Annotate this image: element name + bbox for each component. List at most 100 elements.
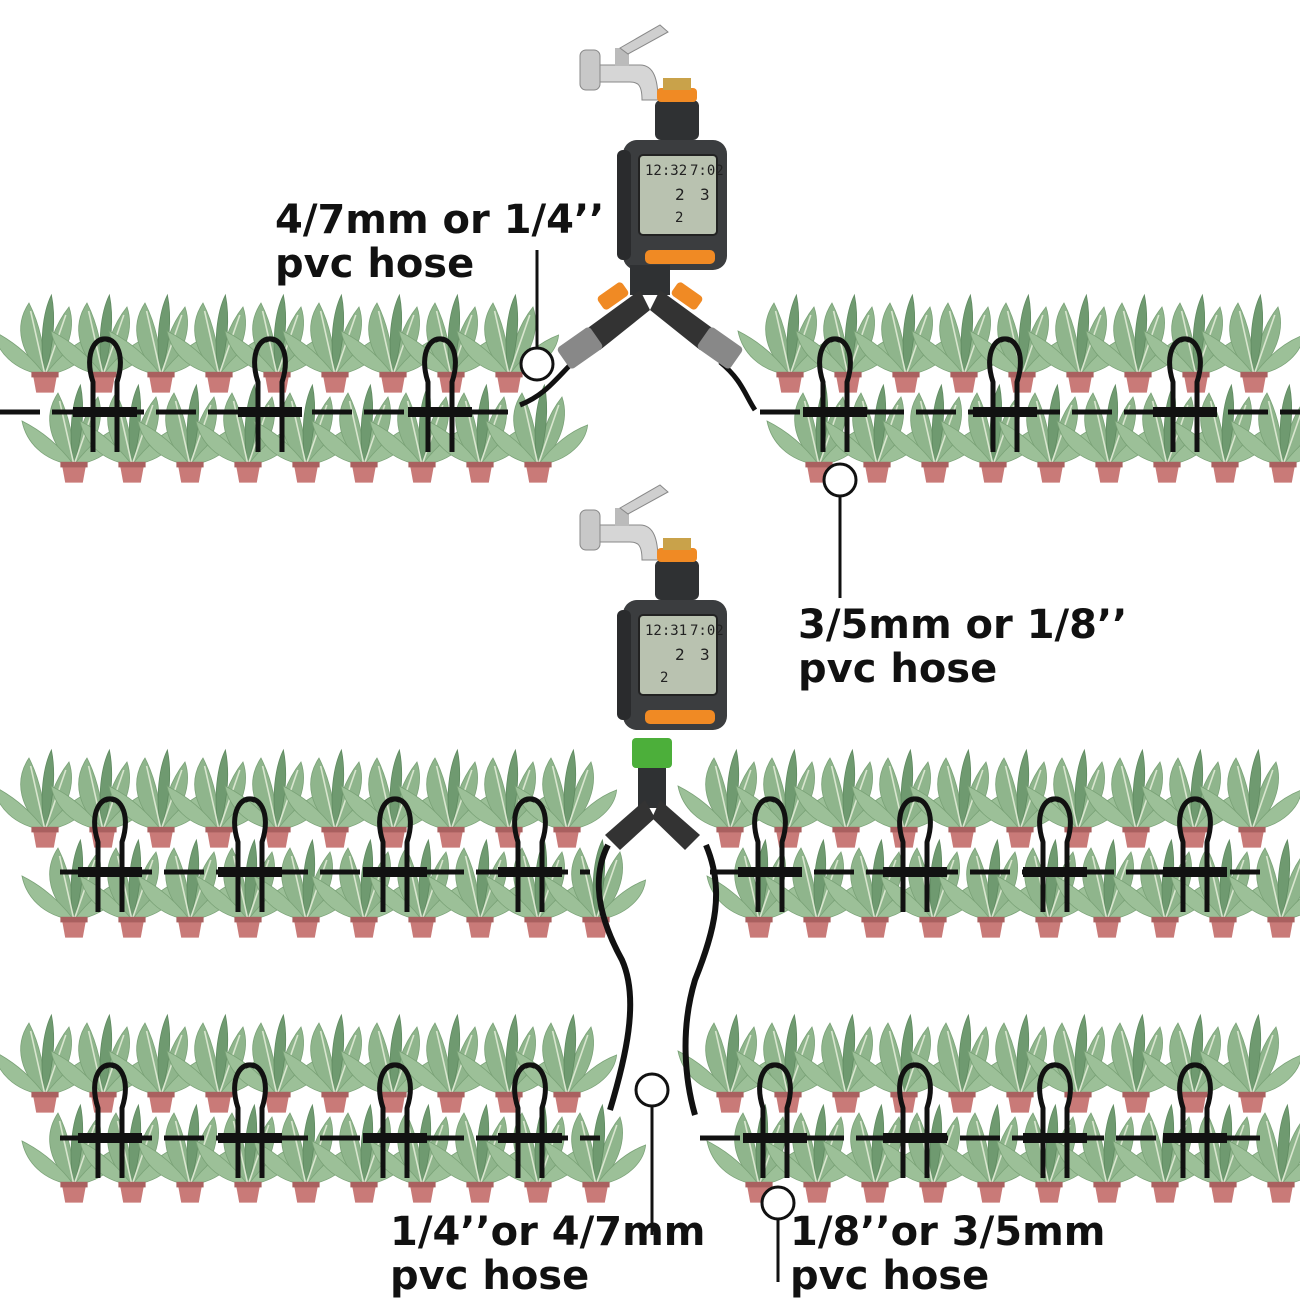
plant-pot-icon: [137, 1104, 241, 1204]
plant-pot-icon: [909, 1014, 1013, 1114]
upper-faucet-icon: [579, 24, 669, 101]
plant-pot-icon: [1170, 1104, 1274, 1204]
plant-pot-icon: [79, 1104, 183, 1204]
plant-pot-icon: [1054, 1104, 1158, 1204]
svg-text:3: 3: [700, 645, 710, 664]
plant-pot-icon: [166, 294, 270, 394]
plant-pot-icon: [1199, 749, 1300, 849]
plant-pot-icon: [224, 294, 328, 394]
plant-pot-icon: [0, 294, 96, 394]
plant-pot-icon: [50, 294, 154, 394]
plant-pot-icon: [282, 1014, 386, 1114]
plant-pot-icon: [485, 1104, 589, 1204]
plant-pot-icon: [311, 1104, 415, 1204]
label-top-right-line2: pvc hose: [798, 646, 998, 692]
plant-pot-icon: [1112, 1104, 1216, 1204]
plant-pot-icon: [427, 384, 531, 484]
label-bottom-right-line1: 1/8’’or 3/5mm: [790, 1209, 1106, 1255]
plant-pot-icon: [108, 294, 212, 394]
plant-pot-icon: [766, 384, 870, 484]
plant-pot-icon: [427, 839, 531, 939]
plant-pot-icon: [938, 839, 1042, 939]
svg-text:3: 3: [700, 185, 710, 204]
plant-pot-icon: [735, 1014, 839, 1114]
callout-markers: [519, 250, 858, 1282]
plant-pot-icon: [909, 749, 1013, 849]
plant-pot-icon: [998, 384, 1102, 484]
plant-pot-icon: [398, 749, 502, 849]
plant-pot-icon: [282, 749, 386, 849]
plant-pot-icon: [543, 839, 647, 939]
plant-pot-icon: [1083, 749, 1187, 849]
svg-text:12:32: 12:32: [645, 163, 687, 179]
label-top-left-line1: 4/7mm or 1/4’’: [275, 197, 605, 243]
plant-pot-icon: [822, 839, 926, 939]
plant-pot-icon: [485, 839, 589, 939]
plant-pot-icon: [1172, 384, 1276, 484]
plant-pot-icon: [1054, 839, 1158, 939]
top-right-feed: [718, 360, 758, 412]
label-top-right: 3/5mm or 1/8’’ pvc hose: [798, 603, 1127, 691]
lower-faucet-icon: [579, 484, 669, 561]
upper-timer-display: 12:32 7:02 2 3 2: [645, 163, 724, 226]
upper-y-splitter-icon: [557, 265, 743, 369]
label-bottom-right: 1/8’’or 3/5mm pvc hose: [790, 1210, 1105, 1298]
plant-pot-icon: [996, 1104, 1100, 1204]
plant-pot-icon: [1114, 384, 1218, 484]
plant-pot-icon: [195, 839, 299, 939]
lower-right-feed: [682, 843, 720, 1116]
plant-pot-icon: [1027, 294, 1131, 394]
svg-text:7:02: 7:02: [690, 163, 724, 179]
plant-pot-icon: [137, 384, 241, 484]
plant-pot-icon: [1230, 384, 1300, 484]
label-bottom-left-line2: pvc hose: [390, 1253, 590, 1299]
plant-pot-icon: [0, 749, 96, 849]
label-bottom-left-line1: 1/4’’or 4/7mm: [390, 1209, 706, 1255]
svg-text:2: 2: [660, 670, 668, 686]
plant-pot-icon: [485, 384, 589, 484]
svg-text:2: 2: [675, 185, 685, 204]
plant-pot-icon: [195, 1104, 299, 1204]
plant-pot-icon: [793, 1014, 897, 1114]
plant-pot-icon: [882, 384, 986, 484]
plant-pot-icon: [427, 1104, 531, 1204]
label-top-left-line2: pvc hose: [275, 241, 475, 287]
lower-y-splitter-icon: [605, 738, 700, 850]
plant-pot-icon: [938, 1104, 1042, 1204]
plant-pot-icon: [0, 1014, 96, 1114]
plant-pot-icon: [253, 384, 357, 484]
label-bottom-left: 1/4’’or 4/7mm pvc hose: [390, 1210, 705, 1298]
plant-pot-icon: [706, 1104, 810, 1204]
plant-pot-icon: [543, 1104, 647, 1204]
plant-pot-icon: [253, 839, 357, 939]
lower-left-feed: [595, 843, 634, 1111]
plant-pot-icon: [50, 1014, 154, 1114]
plant-pot-icon: [224, 1014, 328, 1114]
plant-pot-icon: [398, 1014, 502, 1114]
plant-pot-icon: [1228, 839, 1300, 939]
svg-text:2: 2: [675, 210, 683, 226]
plant-pot-icon: [1083, 1014, 1187, 1114]
plant-pot-icon: [311, 384, 415, 484]
plant-pot-icon: [369, 384, 473, 484]
plant-pot-icon: [880, 839, 984, 939]
plant-pot-icon: [79, 839, 183, 939]
label-bottom-right-line2: pvc hose: [790, 1253, 990, 1299]
plant-pot-icon: [137, 839, 241, 939]
plant-pot-icon: [21, 1104, 125, 1204]
plant-pot-icon: [793, 749, 897, 849]
svg-text:7:02: 7:02: [690, 623, 724, 639]
plant-pot-icon: [996, 839, 1100, 939]
plant-pot-icon: [880, 1104, 984, 1204]
lower-timer-display: 12:31 7:02 2 3 2: [645, 623, 724, 686]
plant-pot-icon: [21, 384, 125, 484]
plant-pot-icon: [21, 839, 125, 939]
plant-pot-icon: [1228, 1104, 1300, 1204]
plant-pot-icon: [822, 1104, 926, 1204]
plant-pot-icon: [1112, 839, 1216, 939]
svg-text:2: 2: [675, 645, 685, 664]
label-top-left: 4/7mm or 1/4’’ pvc hose: [275, 198, 604, 286]
plant-pot-icon: [1056, 384, 1160, 484]
plant-pot-icon: [853, 294, 957, 394]
